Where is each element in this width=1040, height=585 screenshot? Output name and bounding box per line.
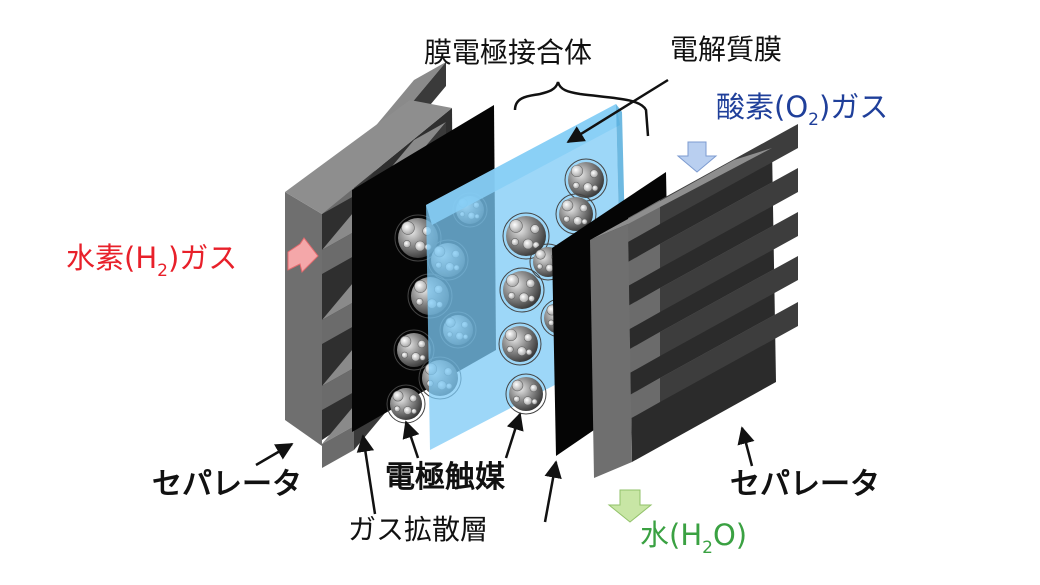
catalyst-cluster-right <box>498 158 608 415</box>
separator-right-pointer-arrow <box>737 426 755 467</box>
separator-top-face <box>590 148 772 240</box>
catalyst-particle <box>505 373 547 415</box>
electrolyte-membrane-label: 電解質膜 <box>670 33 783 66</box>
catalyst-particle <box>386 384 426 424</box>
separator-right <box>590 124 798 478</box>
separator-rib-front <box>322 232 354 274</box>
separator-rib-side <box>660 302 798 402</box>
separator-rib-side <box>660 124 798 224</box>
separator-rib-front <box>628 244 660 286</box>
mea-label: 膜電極接合体 <box>424 36 593 69</box>
separator-rib-front <box>628 332 660 374</box>
water-outflow-arrow <box>607 489 653 523</box>
separator-rib-front <box>628 378 660 420</box>
separator-rib-front <box>322 368 354 410</box>
separator-top-face <box>285 100 452 214</box>
separator-front-face <box>590 224 632 478</box>
catalyst-particle <box>555 193 597 235</box>
gdl-right-pointer-arrow <box>543 460 562 523</box>
catalyst-particle <box>502 212 550 260</box>
catalyst-right-pointer-arrow <box>504 412 524 459</box>
catalyst-particle <box>499 267 545 313</box>
separator-rib-side <box>660 168 798 268</box>
separator-rib-front <box>628 288 660 330</box>
oxygen-gas-label: 酸素(O2)ガス <box>716 90 889 130</box>
catalyst-label: 電極触媒 <box>385 460 505 495</box>
catalyst-particle <box>564 158 608 202</box>
water-label: 水(H2O) <box>640 518 748 558</box>
separator-rib-front <box>322 426 354 468</box>
catalyst-particle <box>393 329 435 371</box>
gdl-left-pointer-arrow <box>356 434 377 515</box>
separator-left-label: セパレータ <box>152 467 302 502</box>
catalyst-particle <box>498 322 542 366</box>
separator-rib-side <box>660 212 798 312</box>
separator-front-face <box>285 192 322 446</box>
hydrogen-inflow-arrow <box>287 237 319 273</box>
separator-rib-side <box>660 256 798 356</box>
separator-rib-front <box>322 302 354 344</box>
catalyst-left-pointer-arrow <box>402 420 420 459</box>
membrane-pointer-arrow <box>566 78 669 144</box>
mea-brace <box>513 81 650 137</box>
gdl-label: ガス拡散層 <box>348 513 489 546</box>
oxygen-inflow-arrow <box>676 141 718 173</box>
hydrogen-gas-label: 水素(H2)ガス <box>66 241 238 281</box>
separator-right-label: セパレータ <box>730 467 880 502</box>
separator-left-pointer-arrow <box>255 442 294 467</box>
